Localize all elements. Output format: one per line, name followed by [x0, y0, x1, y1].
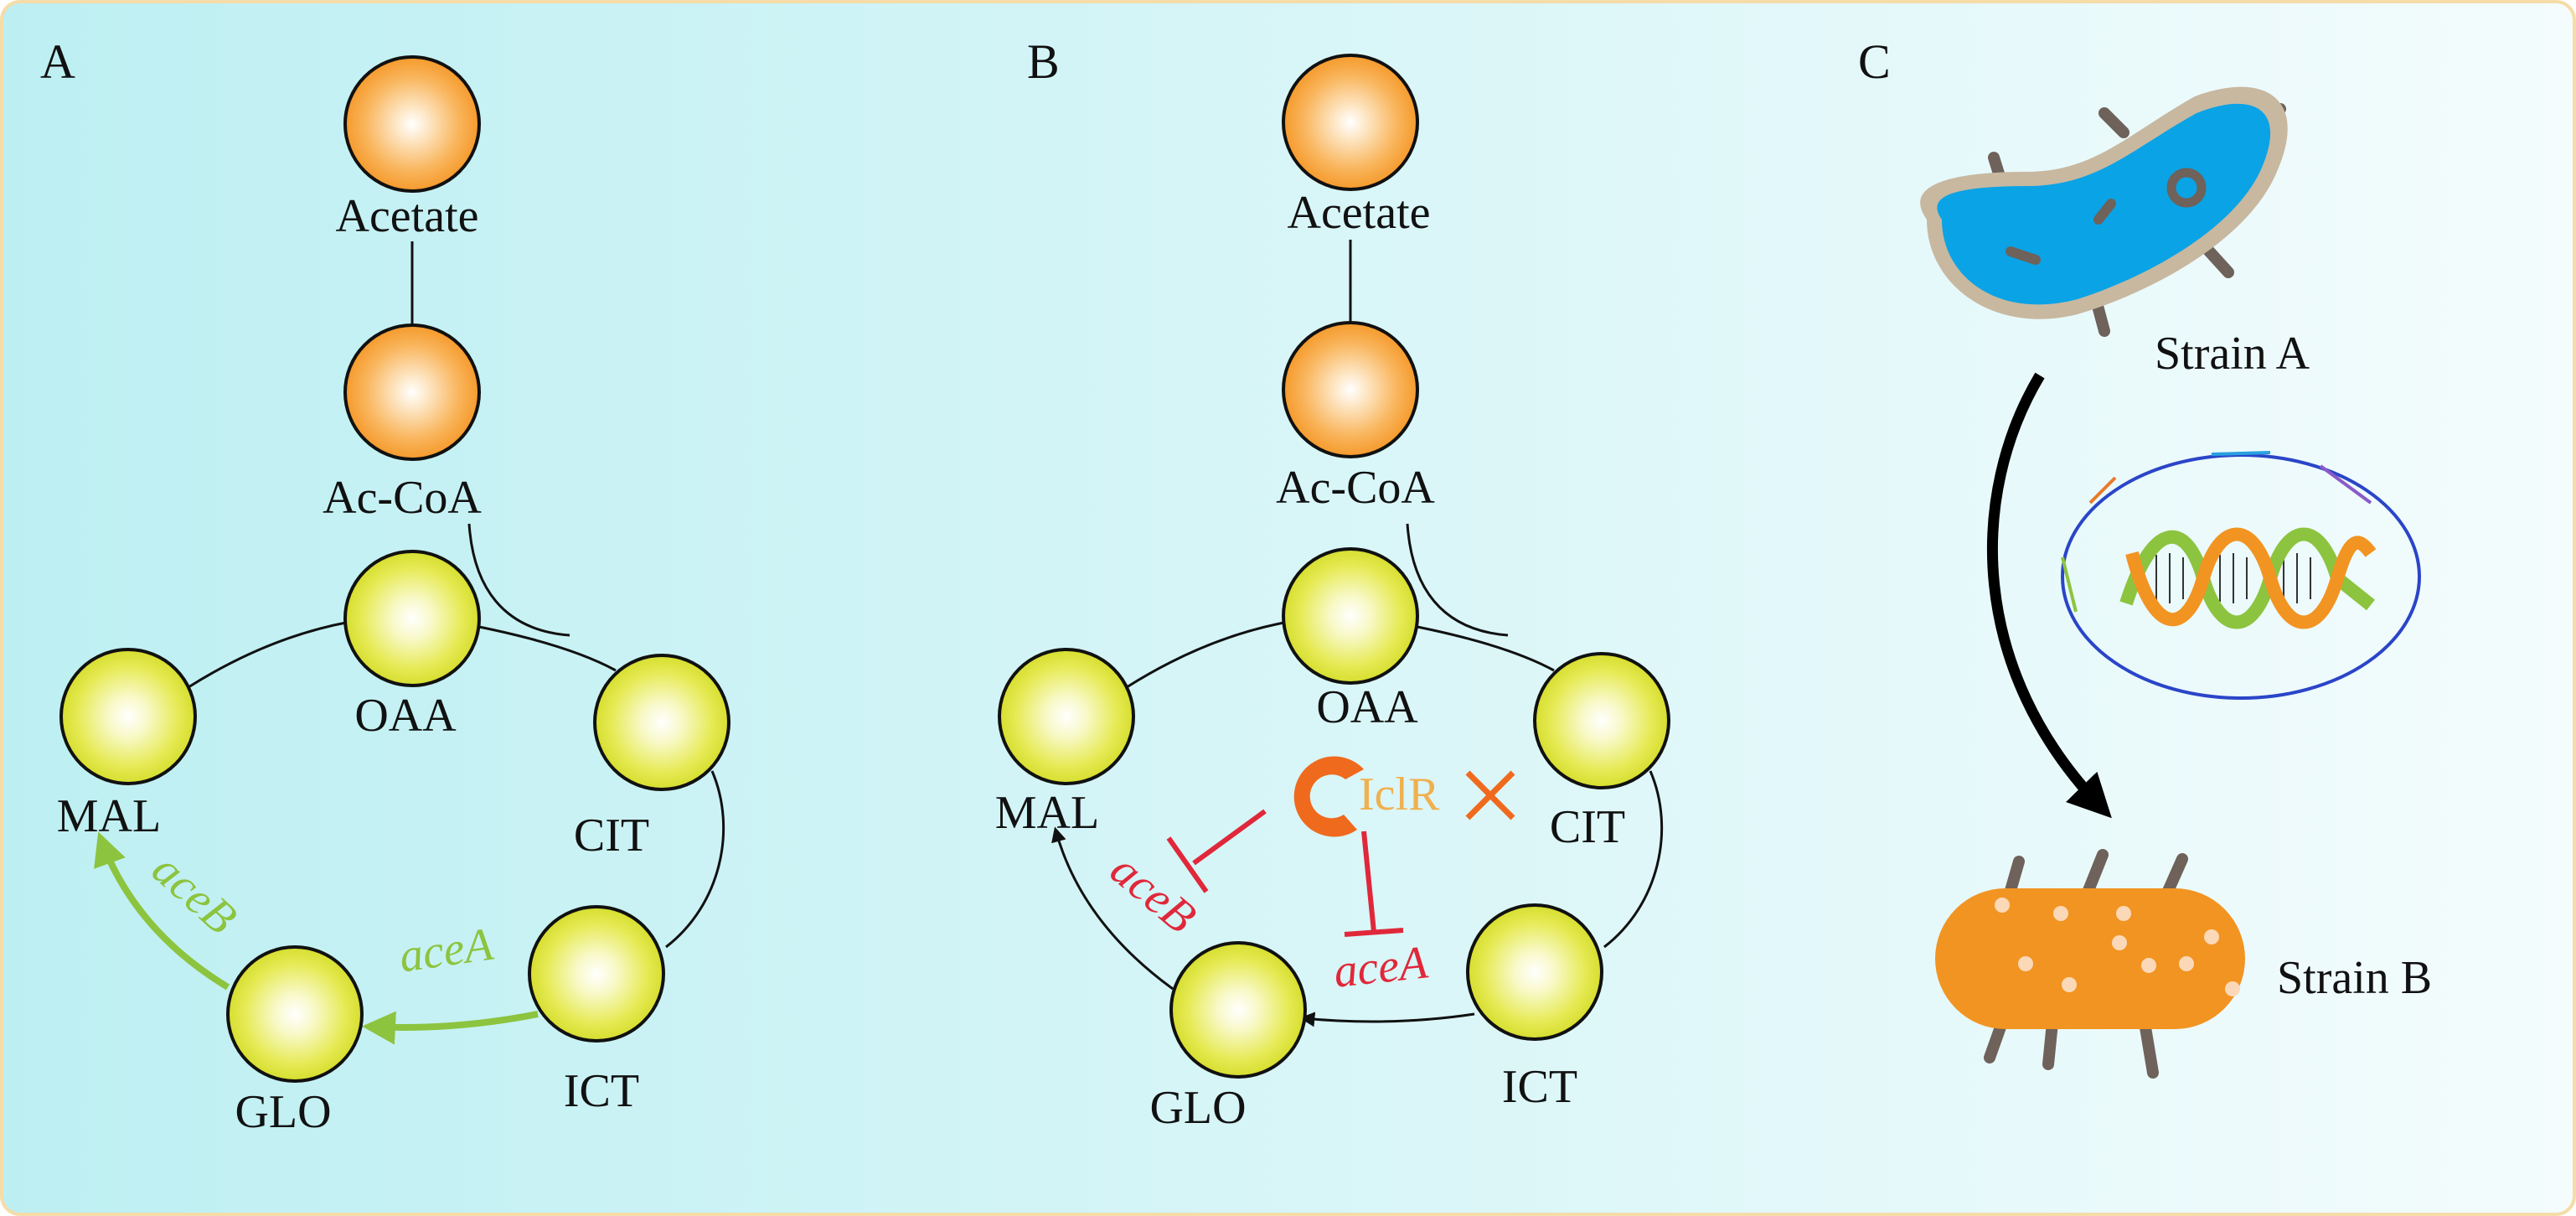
acetate-label: Acetate [1288, 187, 1431, 239]
strain-a-label: Strain A [2155, 328, 2310, 380]
accoa-node [1282, 321, 1419, 458]
iclR-protein-icon [1293, 756, 1364, 837]
mal-label: MAL [57, 790, 161, 842]
glo-mal-arrow [1051, 826, 1174, 991]
cross-icon [1465, 770, 1515, 820]
transfer-arrow [1987, 372, 2112, 819]
ict-node [1466, 903, 1603, 1041]
glo-label: GLO [1149, 1082, 1246, 1134]
strain-a-bacterium-icon [1920, 86, 2288, 337]
iclR-aceB-inhibition [1192, 809, 1267, 866]
mal-node [59, 648, 197, 785]
tca-arc-cit-ict [665, 770, 725, 949]
ict-node [528, 905, 665, 1043]
iclR-aceA-inhibition [1361, 831, 1376, 933]
iclR-label: IclR [1359, 768, 1440, 820]
tca-arc-mal-oaa [1126, 620, 1289, 689]
tca-arc-cit-ict [1603, 770, 1664, 949]
ict-label: ICT [1502, 1061, 1577, 1113]
glo-node [226, 945, 364, 1083]
panel-b-letter: B [1027, 34, 1060, 89]
strain-b-label: Strain B [2277, 952, 2432, 1004]
cit-label: CIT [1550, 801, 1625, 853]
panel-c: C Strain A [1858, 34, 2432, 1079]
tca-arc-mal-oaa [188, 620, 351, 689]
plasmid-dna-icon [2061, 451, 2421, 700]
panel-a-letter: A [40, 34, 75, 89]
tca-arc-oaa-cit [478, 625, 617, 672]
cit-node [593, 654, 730, 791]
panel-c-letter: C [1858, 34, 1891, 89]
tca-arc-oaa-cit [1417, 625, 1555, 672]
strain-b-bacterium-icon [1935, 849, 2245, 1079]
accoa-entry-arc [467, 523, 570, 637]
oaa-node [343, 550, 481, 687]
ict-glo-arrow [1299, 1012, 1475, 1027]
iclR-aceA-bar [1344, 928, 1404, 937]
accoa-label: Ac-CoA [1276, 462, 1435, 514]
panel-b: B IclR Acetate Ac-CoA OAA MAL CIT ICT GL… [995, 34, 1670, 1134]
iclR-aceB-bar [1166, 836, 1209, 893]
accoa-entry-arc [1406, 523, 1509, 637]
mal-node [998, 648, 1135, 785]
accoa-label: Ac-CoA [323, 472, 482, 524]
ict-label: ICT [564, 1065, 639, 1117]
glo-node [1169, 941, 1307, 1079]
acetate-node [343, 55, 481, 193]
oaa-label: OAA [1316, 681, 1418, 733]
cit-node [1533, 652, 1670, 789]
mal-label: MAL [995, 787, 1099, 839]
aceA-arrow [362, 1011, 539, 1045]
accoa-node [343, 323, 481, 461]
aceA-label: aceA [1331, 936, 1431, 997]
acetate-label: Acetate [336, 190, 479, 242]
oaa-label: OAA [354, 690, 457, 742]
acetate-node [1282, 54, 1419, 191]
aceB-arrow [94, 831, 230, 991]
cit-label: CIT [574, 810, 649, 862]
glo-label: GLO [235, 1086, 331, 1138]
oaa-node [1282, 547, 1419, 685]
